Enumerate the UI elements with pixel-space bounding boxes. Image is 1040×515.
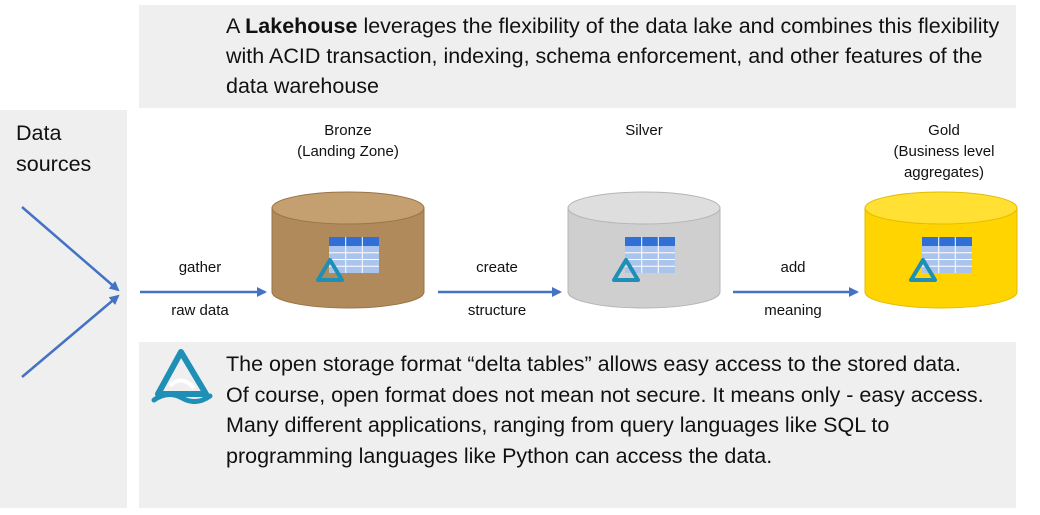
gold-table-icon xyxy=(922,237,972,273)
footer-text: The open storage format “delta tables” a… xyxy=(226,349,1011,471)
arrow-label-create: create xyxy=(476,259,518,276)
data-sources-label: Data sources xyxy=(16,121,92,176)
footer-panel xyxy=(139,342,1016,508)
delta-lake-logo-icon xyxy=(151,349,213,404)
tier-label-silver: Silver xyxy=(625,122,663,139)
gold-delta-icon xyxy=(909,258,937,282)
tier-label-gold: Gold (Business level aggregates) xyxy=(893,122,995,181)
intro-text: A Lakehouse leverages the flexibility of… xyxy=(226,14,1000,98)
arrow-label-meaning: meaning xyxy=(764,302,822,319)
arrow-label-structure: structure xyxy=(467,302,527,319)
silver-delta-icon xyxy=(612,258,640,282)
footer-line-2: Of course, open format does not mean not… xyxy=(226,382,984,468)
arrow-label-add: add xyxy=(780,259,806,276)
source-arrow-lower xyxy=(21,294,120,378)
source-arrows xyxy=(21,206,120,378)
bronze-delta-icon xyxy=(316,258,344,282)
footer-line-1: The open storage format “delta tables” a… xyxy=(226,352,961,376)
intro-panel xyxy=(139,5,1016,108)
arrow-label-gather: gather xyxy=(178,259,222,276)
lakehouse-term: Lakehouse xyxy=(245,14,358,38)
arrow-label-raw-data: raw data xyxy=(171,302,229,319)
tier-label-bronze: Bronze (Landing Zone) xyxy=(297,122,399,160)
data-sources-panel xyxy=(0,110,127,508)
source-arrow-upper xyxy=(21,206,120,292)
